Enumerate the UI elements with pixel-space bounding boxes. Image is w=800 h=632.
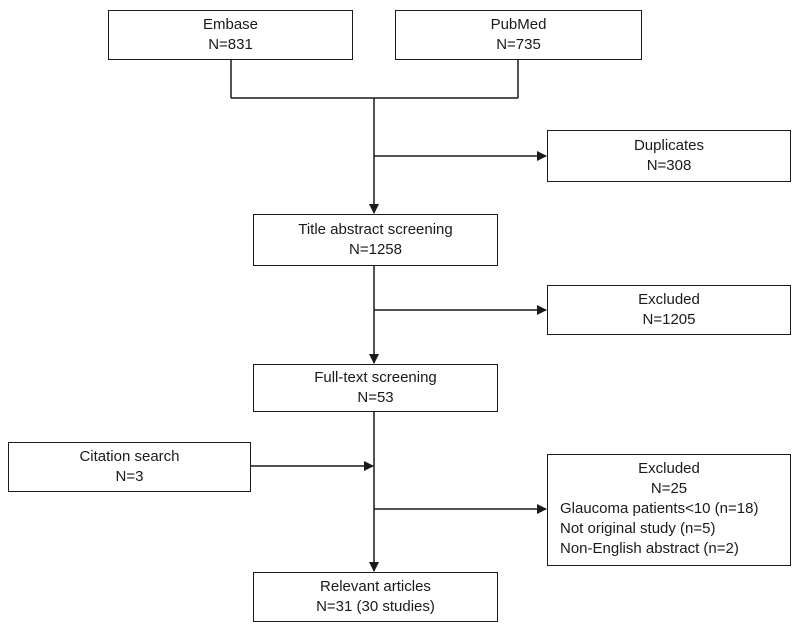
duplicates-box: Duplicates N=308 <box>547 130 791 182</box>
exclusion-reason: Non-English abstract (n=2) <box>560 540 739 557</box>
embase-count: N=831 <box>208 36 253 53</box>
pubmed-count: N=735 <box>496 36 541 53</box>
excluded-full-text-label: Excluded <box>638 460 700 477</box>
title-abstract-screening-box: Title abstract screening N=1258 <box>253 214 498 266</box>
embase-label: Embase <box>202 16 259 33</box>
embase-box: Embase N=831 <box>108 10 353 60</box>
excluded-full-text-box: Excluded N=25 Glaucoma patients<10 (n=18… <box>547 454 791 566</box>
excluded-title-abstract-box: Excluded N=1205 <box>547 285 791 335</box>
relevant-articles-box: Relevant articles N=31 (30 studies) <box>253 572 498 622</box>
full-text-screening-count: N=53 <box>357 389 394 406</box>
citation-search-count: N=3 <box>115 468 144 485</box>
pubmed-label: PubMed <box>490 16 547 33</box>
relevant-articles-label: Relevant articles <box>320 578 431 595</box>
title-abstract-screening-label: Title abstract screening <box>298 221 453 238</box>
full-text-screening-label: Full-text screening <box>314 369 437 386</box>
full-text-screening-box: Full-text screening N=53 <box>253 364 498 412</box>
citation-search-label: Citation search <box>79 448 180 465</box>
exclusion-reason: Not original study (n=5) <box>560 520 716 537</box>
duplicates-count: N=308 <box>646 157 692 174</box>
excluded-title-abstract-label: Excluded <box>638 291 700 308</box>
excluded-full-text-count: N=25 <box>650 480 688 497</box>
citation-search-box: Citation search N=3 <box>8 442 251 492</box>
relevant-articles-count: N=31 (30 studies) <box>316 598 435 615</box>
excluded-title-abstract-count: N=1205 <box>642 311 696 328</box>
duplicates-label: Duplicates <box>633 137 705 154</box>
pubmed-box: PubMed N=735 <box>395 10 642 60</box>
exclusion-reason: Glaucoma patients<10 (n=18) <box>560 500 759 517</box>
title-abstract-screening-count: N=1258 <box>349 241 402 258</box>
